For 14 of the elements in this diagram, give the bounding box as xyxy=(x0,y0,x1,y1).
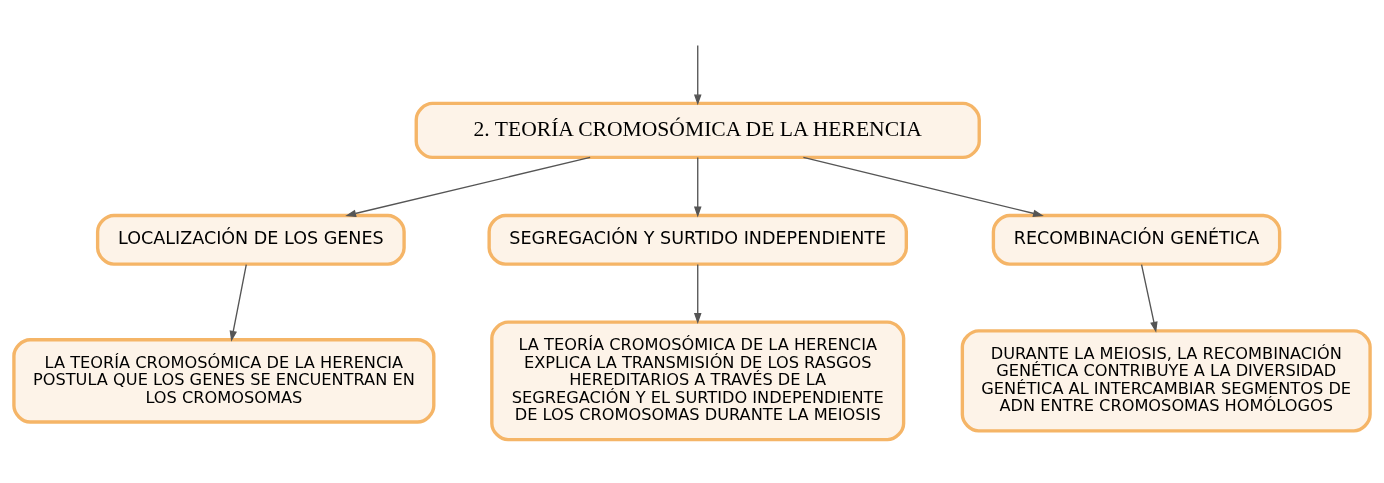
node-box: LA TEORÍA CROMOSÓMICA DE LA HERENCIA EXPLICA LA TRANSMISIÓN DE LOS RASGOS HEREDITARIOS A TRAVÉS DE LA SEGREGACIÓN Y EL SURTIDO INDEPENDIENTE DE LOS CROMOSOMAS DURANTE LA MEIOSIS xyxy=(490,319,906,441)
arrow xyxy=(802,156,1044,217)
node-box: 2. TEORÍA CROMOSÓMICA DE LA HERENCIA xyxy=(414,101,981,159)
arrow xyxy=(693,263,702,324)
node-box: LA TEORÍA CROMOSÓMICA DE LA HERENCIA POSTULA QUE LOS GENES SE ENCUENTRAN EN LOS CROMOSOMAS xyxy=(12,337,436,424)
node-box: SEGREGACIÓN Y SURTIDO INDEPENDIENTE xyxy=(487,213,909,266)
node-box: DURANTE LA MEIOSIS, LA RECOMBINACIÓN GENÉTICA CONTRIBUYE A LA DIVERSIDAD GENÉTICA AL INTERCAMBIAR SEGMENTOS DE ADN ENTRE CROMOSOMAS HOMÓLOGOS xyxy=(960,328,1372,432)
arrow xyxy=(229,263,247,342)
node-box: RECOMBINACIÓN GENÉTICA xyxy=(991,213,1282,266)
arrow xyxy=(345,156,591,217)
arrow xyxy=(693,44,702,105)
arrow xyxy=(1140,263,1158,333)
node-box: LOCALIZACIÓN DE LOS GENES xyxy=(95,213,406,266)
arrow xyxy=(693,156,702,217)
